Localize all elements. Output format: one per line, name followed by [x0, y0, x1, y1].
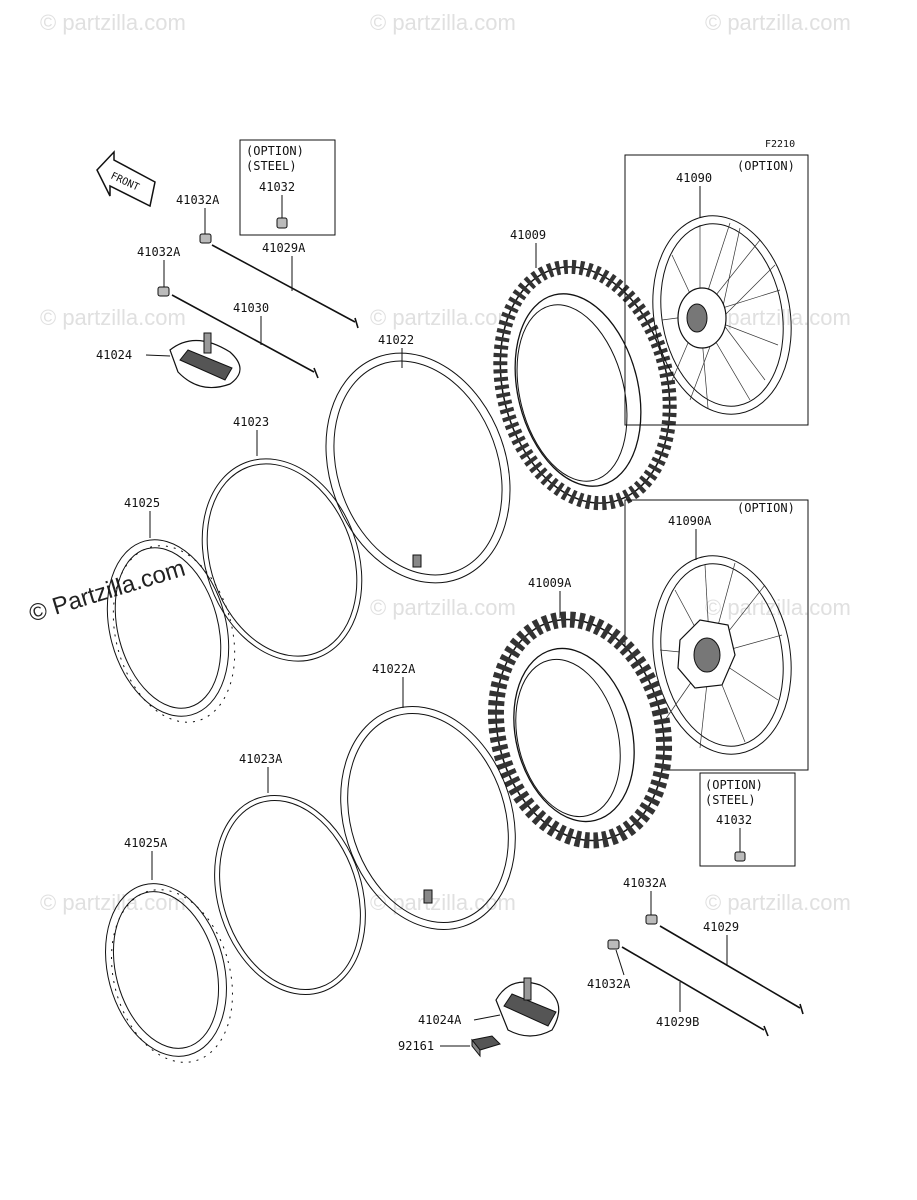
- tire-41009A: [487, 611, 673, 849]
- option-label: (OPTION): [737, 501, 795, 515]
- rim-lock-icon: [495, 977, 560, 1037]
- option-box-front-wheel: [624, 154, 809, 426]
- part-label: 41030: [233, 301, 269, 315]
- spoke-nipple-icon: [199, 233, 212, 244]
- part-label: 41024A: [418, 1013, 462, 1027]
- part-label: 41032A: [623, 876, 667, 890]
- part-label: 41090A: [668, 514, 712, 528]
- option-label: (OPTION): [246, 144, 304, 158]
- part-label: 41029: [703, 920, 739, 934]
- figure-code: F2210: [765, 139, 795, 150]
- spoke-41030: [171, 294, 315, 373]
- watermark-text: © partzilla.com: [705, 305, 851, 330]
- wheel-41090A: [652, 555, 792, 755]
- spoke-nipple-icon: [276, 217, 288, 229]
- spoke-41029B: [621, 946, 765, 1031]
- part-label: 41025A: [124, 836, 168, 850]
- watermark-text: © partzilla.com: [370, 10, 516, 35]
- part-label: 41090: [676, 171, 712, 185]
- rim-strip-41023A: [214, 794, 366, 996]
- option-box-steel-front: [239, 139, 336, 236]
- part-label: 41023A: [239, 752, 283, 766]
- spoke-41029A: [211, 244, 356, 323]
- part-label: 41009: [510, 228, 546, 242]
- rim-strip-41023: [201, 458, 363, 662]
- option-label: (OPTION): [705, 778, 763, 792]
- part-label: 92161: [398, 1039, 434, 1053]
- tire-41009: [493, 259, 677, 511]
- watermark-text: © partzilla.com: [370, 595, 516, 620]
- option-box-steel-rear: [699, 772, 796, 867]
- part-label: 41022: [378, 333, 414, 347]
- part-label: 41029B: [656, 1015, 699, 1029]
- inner-tube-41022: [325, 352, 511, 584]
- part-label: 41024: [96, 348, 132, 362]
- watermark-text: © partzilla.com: [705, 890, 851, 915]
- part-label: 41029A: [262, 241, 306, 255]
- spoke-nipple-icon: [645, 914, 658, 925]
- option-steel-label: (STEEL): [246, 159, 297, 173]
- watermark-text: © partzilla.com: [40, 305, 186, 330]
- part-label: 41009A: [528, 576, 572, 590]
- option-box-rear-wheel: [624, 499, 809, 771]
- valve-stem-icon: [423, 889, 433, 904]
- option-steel-label: (STEEL): [705, 793, 756, 807]
- spoke-nipple-icon: [607, 939, 620, 950]
- rim-41025A: [105, 883, 233, 1063]
- watermark-text: © partzilla.com: [705, 10, 851, 35]
- part-label: 41032A: [137, 245, 181, 259]
- wheel-41090: [652, 215, 792, 415]
- spoke-nipple-icon: [157, 286, 170, 297]
- part-label: 41032: [259, 180, 295, 194]
- spoke-41029: [659, 925, 801, 1009]
- rim-lock-icon: [169, 332, 241, 389]
- part-label: 41032: [716, 813, 752, 827]
- front-arrow-icon: FRONT: [96, 150, 156, 208]
- valve-stem-icon: [412, 554, 422, 568]
- watermark-text: © partzilla.com: [40, 10, 186, 35]
- watermarks: © partzilla.com © partzilla.com © partzi…: [40, 10, 851, 915]
- watermark-text: © partzilla.com: [370, 305, 516, 330]
- part-label: 41032A: [587, 977, 631, 991]
- part-label: 41032A: [176, 193, 220, 207]
- option-label: (OPTION): [737, 159, 795, 173]
- part-label: 41022A: [372, 662, 416, 676]
- rim-41025: [106, 539, 236, 723]
- watermark-text: © partzilla.com: [40, 890, 186, 915]
- part-label: 41023: [233, 415, 269, 429]
- spoke-nipple-icon: [734, 851, 746, 862]
- inner-tube-41022A: [340, 706, 516, 930]
- part-label: 41025: [124, 496, 160, 510]
